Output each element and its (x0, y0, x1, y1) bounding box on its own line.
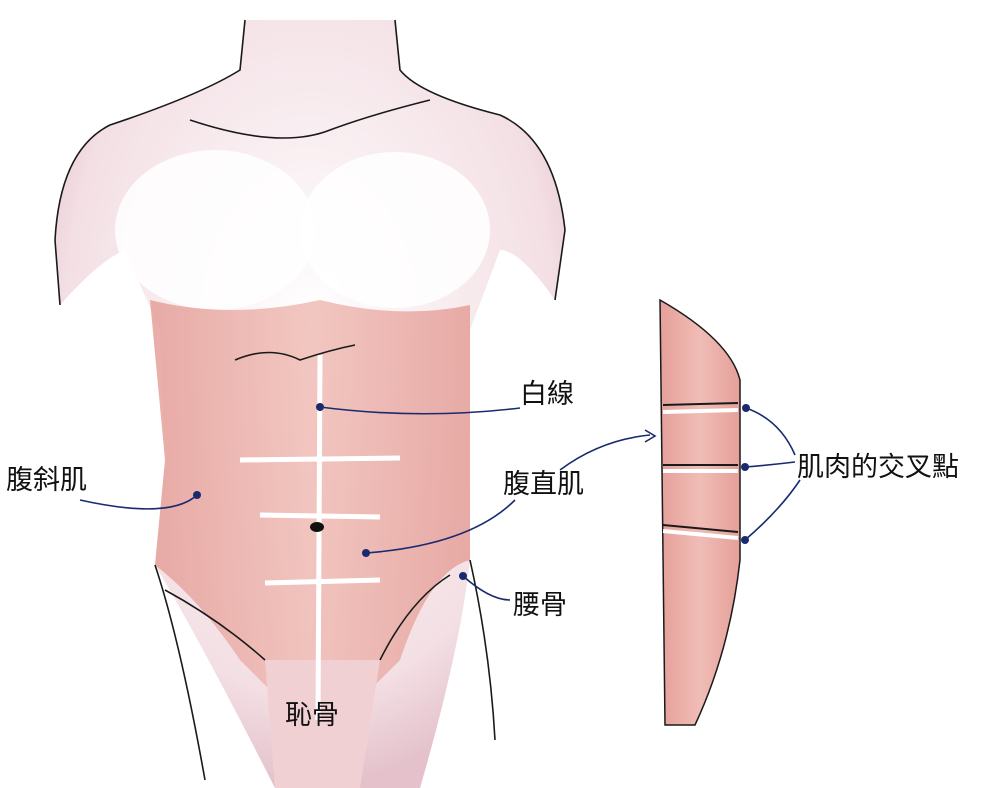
left-pectoral (115, 150, 315, 310)
label-tendinous-intersections: 肌肉的交叉點 (797, 452, 959, 483)
rectus-strip (659, 298, 741, 726)
abdominal-muscle-region (150, 300, 470, 740)
strip-intersections (662, 402, 739, 540)
label-obliques: 腹斜肌 (6, 465, 87, 496)
leader-lines (79, 406, 801, 601)
label-hip-bone: 腰骨 (513, 590, 567, 621)
navel (310, 522, 324, 532)
linea-alba-line (315, 354, 323, 721)
leader-dots (193, 403, 750, 580)
body-outline (54, 19, 566, 781)
label-pubic-bone: 恥骨 (285, 700, 339, 731)
right-pectoral (300, 152, 490, 308)
label-rectus-abdominis: 腹直肌 (503, 469, 584, 500)
label-linea-alba: 白線 (520, 379, 574, 410)
tendinous-lines (239, 455, 401, 586)
